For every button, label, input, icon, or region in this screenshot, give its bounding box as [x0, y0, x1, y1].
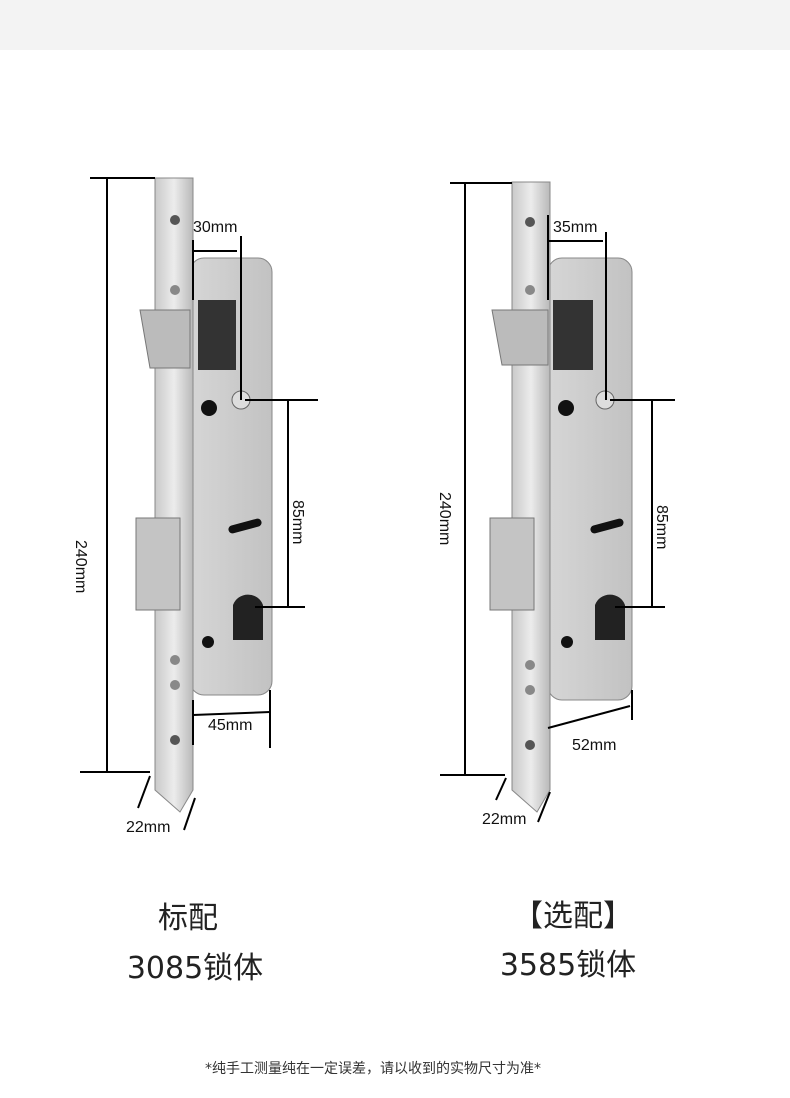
left-height-label: 240mm [72, 540, 89, 593]
lock-body-3585 [489, 181, 633, 813]
right-caption-optional: 【选配】 [513, 899, 633, 934]
left-caption-standard: 标配 [158, 901, 218, 936]
left-caption-model: 3085锁体 [126, 951, 264, 986]
left-case-width-label: 45mm [208, 717, 252, 734]
right-center-label: 85mm [653, 505, 670, 549]
left-dimension-lines [80, 177, 318, 831]
left-faceplate-label: 22mm [126, 819, 170, 836]
left-backset-label: 30mm [193, 219, 237, 236]
right-faceplate-label: 22mm [482, 811, 526, 828]
right-caption-model: 3585锁体 [499, 948, 637, 983]
right-case-width-label: 52mm [572, 737, 616, 754]
top-band [0, 0, 790, 50]
measurement-footnote: *纯手工测量纯在一定误差，请以收到的实物尺寸为准* [205, 1061, 541, 1077]
right-dimension-lines [440, 182, 675, 823]
right-backset-label: 35mm [553, 219, 597, 236]
lock-body-3085 [135, 177, 273, 813]
left-center-label: 85mm [289, 500, 306, 544]
right-height-label: 240mm [436, 492, 453, 545]
